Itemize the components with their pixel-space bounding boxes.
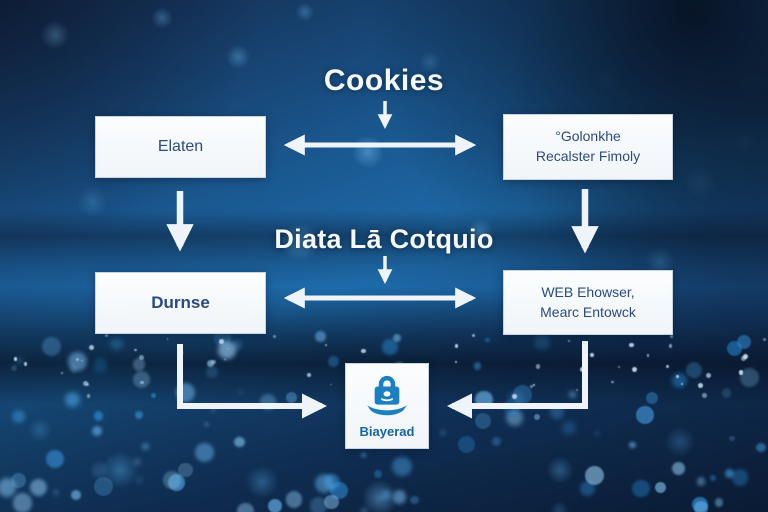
node-top-left-label: Elaten: [157, 138, 204, 155]
node-bottom-label: Biayerad: [359, 423, 415, 439]
node-mid-left-label: Durnse: [151, 293, 210, 312]
arrow-left-elbow: [177, 344, 328, 419]
diagram-mid-label: Diata Lā Cotquio: [274, 224, 494, 254]
node-top-right-line1: °Golonkhe: [555, 128, 621, 145]
node-mid-right-line1: WEB Ehowser,: [541, 283, 635, 300]
node-mid-left: Durnse: [95, 272, 266, 334]
padlock-banner-icon: [367, 375, 407, 415]
node-mid-right-line2: Mearc Entowck: [540, 303, 636, 320]
node-top-right: °Golonkhe Recalster Fimoly: [503, 114, 673, 180]
diagram-title: Cookies: [323, 64, 445, 97]
arrow-right-elbow: [446, 341, 588, 419]
node-top-right-line2: Recalster Fimoly: [535, 148, 641, 164]
node-mid-right: WEB Ehowser, Mearc Entowck: [503, 270, 673, 335]
node-top-left: Elaten: [95, 116, 266, 178]
node-bottom: Biayerad: [345, 363, 429, 449]
